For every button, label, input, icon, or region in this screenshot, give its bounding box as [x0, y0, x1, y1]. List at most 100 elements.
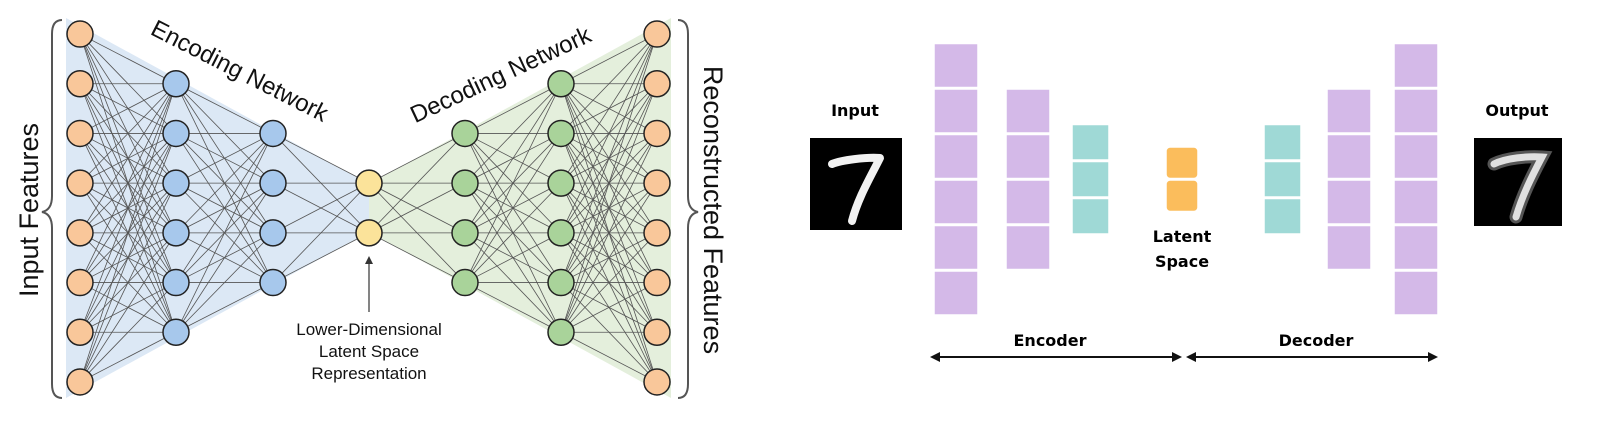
encoder-layer-1-block	[933, 270, 979, 316]
latent-space-label-line-2: Space	[1155, 252, 1209, 271]
connection-edge	[175, 83, 274, 134]
connection-edge	[175, 133, 274, 283]
encoder-layer-3-block	[1071, 160, 1110, 198]
encoder-layer-1-block	[933, 133, 979, 180]
latent-block	[1165, 146, 1199, 180]
output-digit-image	[1474, 138, 1562, 226]
connection-edge	[464, 83, 562, 184]
input-node	[66, 20, 94, 48]
output-node	[643, 169, 671, 197]
decoder-2-node	[547, 318, 575, 346]
encoder-1-node	[162, 268, 190, 297]
connection-edge	[560, 331, 658, 383]
input-features-label: Input Features	[14, 123, 44, 297]
connection-edge	[79, 83, 177, 184]
decoder-layer-1-block	[1263, 123, 1302, 161]
input-node	[66, 169, 94, 197]
encoder-layer-1-block	[933, 88, 979, 134]
encoder-layer-2-block	[1005, 88, 1051, 134]
connection-edge	[368, 133, 466, 234]
encoder-layer-1-block	[933, 224, 979, 271]
connection-edge	[560, 83, 658, 333]
latent-node	[355, 169, 383, 197]
encoder-region-shade	[66, 18, 369, 398]
decoder-layer-3-block	[1393, 88, 1439, 134]
decoder-layer-3-block	[1393, 133, 1439, 180]
decoder-1-node	[451, 268, 479, 297]
connection-edge	[464, 282, 562, 333]
output-node	[643, 219, 671, 247]
encoder-layer-3-block	[1071, 123, 1110, 161]
latent-block	[1165, 179, 1199, 213]
encoder-layer-1-block	[933, 179, 979, 225]
autoencoder-network-diagram: Input Features Reconstructed Features En…	[14, 15, 728, 399]
connection-edge	[272, 182, 370, 234]
connection-edge	[175, 133, 274, 234]
encoder-1-node	[162, 70, 190, 98]
decoder-layer-3-block	[1393, 179, 1439, 225]
decoder-2-node	[547, 268, 575, 297]
decoder-2-node	[547, 70, 575, 98]
connection-edge	[79, 83, 177, 383]
connection-edge	[79, 282, 177, 383]
connection-edge	[79, 83, 177, 283]
connection-edge	[560, 182, 658, 333]
output-label: Output	[1485, 101, 1548, 120]
decoder-2-node	[547, 219, 575, 247]
latent-caption-line-1: Lower-Dimensional	[296, 320, 442, 339]
connection-edge	[560, 133, 658, 333]
encoder-2-node	[259, 169, 287, 197]
latent-caption-line-3: Representation	[311, 364, 426, 383]
input-brace	[41, 19, 63, 399]
connection-edge	[79, 182, 177, 383]
input-node	[66, 70, 94, 98]
connection-edge	[79, 83, 177, 333]
connection-edge	[272, 133, 370, 184]
connection-edge	[368, 232, 466, 283]
decoder-1-node	[451, 169, 479, 197]
decoder-1-node	[451, 219, 479, 247]
connection-edge	[464, 232, 562, 283]
decoder-layer-2-block	[1326, 179, 1372, 225]
input-node	[66, 119, 94, 148]
connection-edge	[560, 232, 658, 333]
encoder-layer-3-block	[1071, 197, 1110, 235]
decoder-region-shade	[369, 18, 671, 398]
latent-pointer-arrowhead	[365, 256, 373, 264]
encoder-1-node	[162, 219, 190, 247]
reconstructed-features-label: Reconstructed Features	[698, 66, 728, 354]
encoder-1-node	[162, 318, 190, 346]
encoder-label: Encoder	[1014, 331, 1087, 350]
connection-edge	[175, 282, 274, 333]
connection-edge	[175, 133, 274, 184]
encoder-2-node	[259, 119, 287, 148]
connection-edge	[560, 33, 658, 85]
decoder-layer-2-block	[1326, 224, 1372, 271]
connection-edge	[175, 182, 274, 333]
connection-edge	[272, 182, 370, 283]
connection-edge	[560, 33, 658, 134]
decoder-layer-3-block	[1393, 42, 1439, 89]
input-label: Input	[831, 101, 879, 120]
connection-edge	[464, 83, 562, 234]
connection-edge	[79, 33, 177, 85]
decoder-layer-3-block	[1393, 224, 1439, 271]
connection-edge	[79, 83, 177, 234]
connection-edge	[368, 133, 466, 184]
input-node	[66, 368, 94, 396]
encoder-layer-2-block	[1005, 179, 1051, 225]
latent-space-label-line-1: Latent	[1153, 227, 1212, 246]
decoder-2-node	[547, 169, 575, 197]
input-node	[66, 318, 94, 346]
connection-edge	[464, 182, 562, 283]
connection-edge	[464, 133, 562, 283]
output-node	[643, 318, 671, 346]
encoder-1-node	[162, 169, 190, 197]
latent-node	[355, 219, 383, 247]
decoder-layer-3-block	[1393, 270, 1439, 316]
connection-edge	[79, 232, 177, 383]
latent-caption-line-2: Latent Space	[319, 342, 419, 361]
decoder-layer-1-block	[1263, 160, 1302, 198]
input-node	[66, 219, 94, 247]
connection-edge	[79, 331, 177, 383]
